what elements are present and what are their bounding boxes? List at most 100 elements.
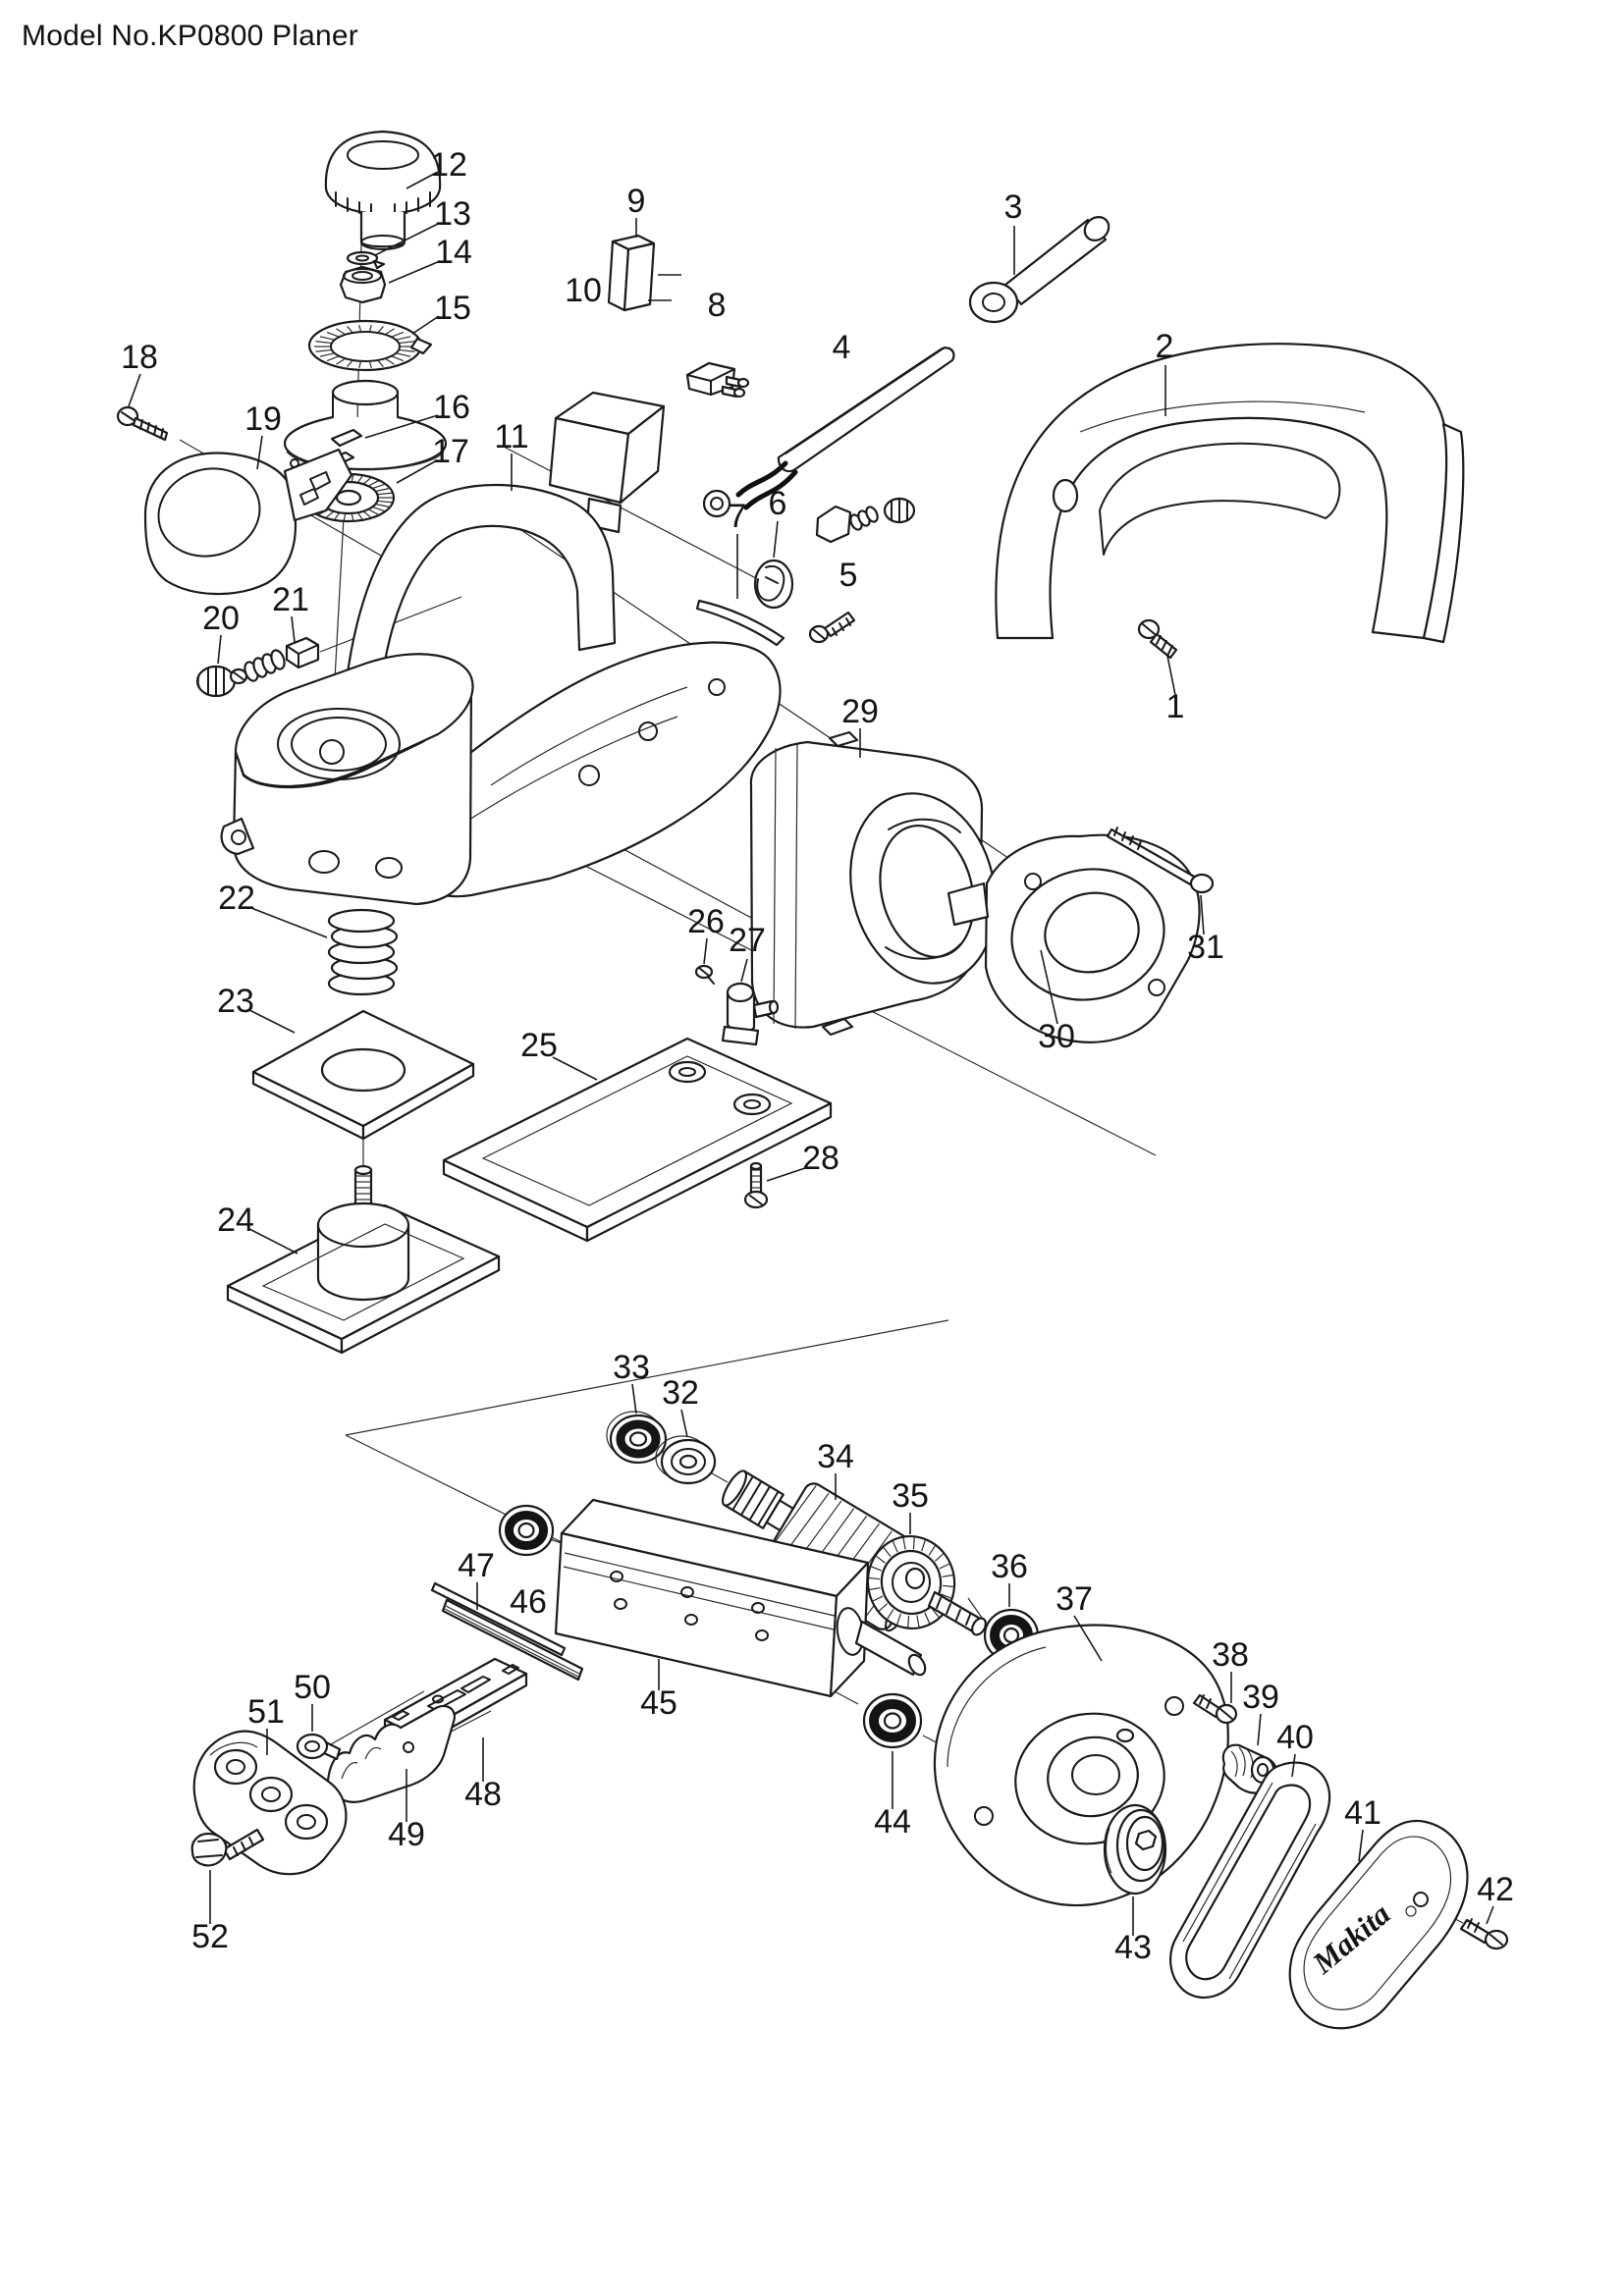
part-label-40: 40 <box>1276 1719 1314 1756</box>
leader-28 <box>766 1166 809 1182</box>
part-label-30: 30 <box>1038 1018 1075 1055</box>
part-label-14: 14 <box>435 234 472 271</box>
part-label-10: 10 <box>565 272 602 309</box>
part-label-18: 18 <box>121 339 158 376</box>
part-shape-washer-32 <box>655 1435 717 1485</box>
part-shape-screw-31 <box>1106 827 1215 894</box>
leader-lines <box>128 171 1494 1936</box>
part-label-39: 39 <box>1242 1679 1279 1716</box>
part-label-44: 44 <box>874 1803 911 1841</box>
leader-33 <box>631 1383 637 1415</box>
part-shape-bearing-box-30 <box>947 833 1201 1043</box>
leader-30 <box>1040 949 1058 1025</box>
part-shape-cap-20 <box>195 665 237 698</box>
part-label-36: 36 <box>991 1548 1028 1585</box>
part-label-52: 52 <box>191 1918 229 1955</box>
part-label-23: 23 <box>217 983 254 1020</box>
part-shape-end-housing-37 <box>933 1624 1229 1907</box>
page-title: Model No.KP0800 Planer <box>22 20 358 52</box>
leader-6 <box>773 520 779 559</box>
part-label-47: 47 <box>458 1547 495 1584</box>
part-shape-bearing-ring-15 <box>307 319 433 372</box>
part-label-22: 22 <box>218 880 255 917</box>
part-shape-bar-7 <box>695 599 785 647</box>
part-shape-dome-seat <box>283 379 448 471</box>
part-shape-drum-45 <box>554 1498 927 1698</box>
part-shape-screw-5 <box>808 497 916 644</box>
part-label-9: 9 <box>627 183 646 220</box>
part-label-43: 43 <box>1114 1929 1152 1966</box>
part-label-4: 4 <box>833 329 851 366</box>
part-shape-belt-cover-41: Makita <box>1288 1819 1469 2030</box>
part-label-1: 1 <box>1166 688 1185 725</box>
part-label-28: 28 <box>802 1140 839 1177</box>
part-label-13: 13 <box>434 195 471 233</box>
leader-15 <box>411 315 440 335</box>
part-label-29: 29 <box>841 693 879 730</box>
leader-31 <box>1200 894 1205 935</box>
part-shape-cord-guard-3 <box>968 216 1110 324</box>
part-label-34: 34 <box>817 1438 854 1475</box>
part-label-27: 27 <box>729 922 766 959</box>
part-shape-nut-14 <box>339 265 387 304</box>
part-label-35: 35 <box>892 1477 929 1515</box>
leader-27 <box>740 958 748 983</box>
leader-40 <box>1291 1753 1296 1778</box>
part-shape-nozzle-19 <box>143 448 353 596</box>
leader-22 <box>250 907 328 938</box>
part-label-12: 12 <box>430 146 467 184</box>
part-shape-clamp-plate-51 <box>192 1730 348 1876</box>
part-label-32: 32 <box>662 1374 699 1412</box>
leader-14 <box>388 260 441 284</box>
part-shape-pin-26 <box>694 964 715 985</box>
part-shape-screw-1 <box>1137 618 1178 660</box>
part-label-8: 8 <box>708 287 727 324</box>
part-shape-spring-screw-21 <box>229 636 320 685</box>
part-label-5: 5 <box>839 557 858 594</box>
leader-18 <box>128 373 141 407</box>
part-shape-cord-4 <box>735 347 955 510</box>
part-shape-bearing-44 <box>862 1692 923 1749</box>
part-label-16: 16 <box>433 389 470 426</box>
part-shape-screw-38 <box>1192 1693 1238 1725</box>
part-shape-grommet-6 <box>753 559 794 610</box>
part-label-19: 19 <box>244 400 282 438</box>
part-label-21: 21 <box>272 581 309 618</box>
part-shape-screw-18 <box>116 405 169 442</box>
part-label-31: 31 <box>1187 929 1224 966</box>
part-shape-knob-12 <box>324 130 442 250</box>
part-shape-front-base-24 <box>226 1164 501 1355</box>
part-label-26: 26 <box>687 903 725 940</box>
part-label-17: 17 <box>432 433 469 470</box>
part-label-11: 11 <box>494 418 528 455</box>
part-label-15: 15 <box>434 290 471 327</box>
part-shape-washer-13 <box>346 250 386 270</box>
part-shape-spring-22 <box>327 908 399 996</box>
part-label-3: 3 <box>1004 188 1023 226</box>
part-label-6: 6 <box>769 485 787 522</box>
leader-1 <box>1166 655 1176 696</box>
part-label-41: 41 <box>1344 1794 1381 1832</box>
leader-12 <box>406 171 439 189</box>
leader-17 <box>396 459 438 484</box>
leader-16 <box>364 414 439 439</box>
part-label-46: 46 <box>510 1583 547 1621</box>
part-shape-plate-23 <box>251 1009 475 1141</box>
part-label-2: 2 <box>1156 328 1174 365</box>
part-label-50: 50 <box>294 1669 331 1706</box>
leader-19 <box>256 435 263 470</box>
leader-24 <box>248 1228 298 1255</box>
part-shape-screw-28 <box>743 1161 769 1209</box>
part-label-38: 38 <box>1212 1636 1249 1674</box>
part-label-33: 33 <box>613 1349 650 1386</box>
part-label-49: 49 <box>388 1816 425 1853</box>
part-shape-bolt-52 <box>190 1828 265 1867</box>
part-shape-belt-40 <box>1169 1761 1331 2000</box>
leader-23 <box>248 1009 296 1034</box>
leader-42 <box>1486 1905 1494 1925</box>
part-shape-bearing-33 <box>606 1411 668 1465</box>
part-shape-rod-47 <box>430 1581 567 1657</box>
part-label-7: 7 <box>729 498 747 535</box>
